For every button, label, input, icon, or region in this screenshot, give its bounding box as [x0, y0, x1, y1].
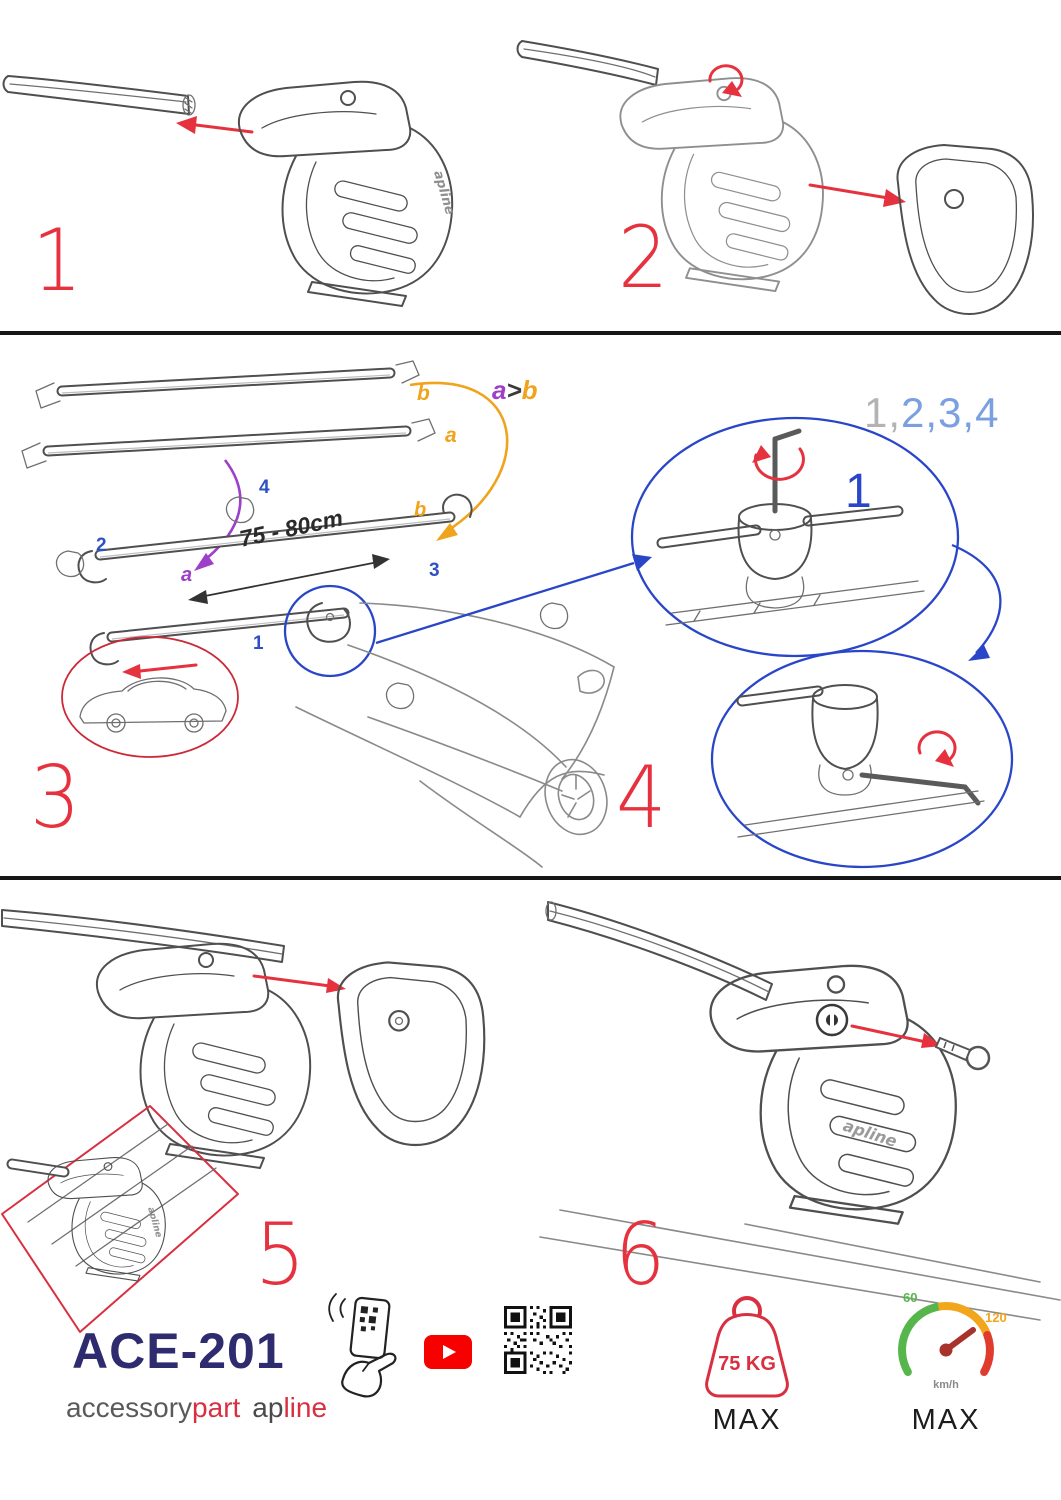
roof-rail-lines	[737, 790, 985, 838]
callout-tighten-side	[710, 649, 1014, 869]
section-divider-1	[0, 331, 1061, 335]
position-2: 2	[96, 535, 107, 556]
insert-arrow	[176, 116, 254, 134]
crossbar-tube	[2, 75, 196, 116]
roof-label-a: a	[181, 564, 193, 586]
section-divider-2	[0, 876, 1061, 880]
speed-low-label: 60	[903, 1290, 917, 1305]
crossbar-b-detached	[35, 360, 420, 409]
roof-rail-lines	[665, 580, 925, 626]
max-speed-icon: 60 120 km/h	[898, 1290, 1007, 1391]
rotate-arrow	[708, 64, 744, 97]
compare-a: a	[492, 375, 507, 405]
crossbar-a-detached	[21, 418, 436, 469]
step5-illustration: apline	[1, 909, 486, 1333]
rotate-arrow	[917, 730, 957, 767]
allen-key	[859, 772, 981, 806]
brand-ap: ap	[252, 1392, 284, 1423]
roof-rack-foot: apline	[237, 80, 457, 307]
compare-a-gt-b: a>b	[492, 377, 538, 403]
foot-cover	[896, 144, 1034, 315]
position-3: 3	[429, 560, 440, 581]
car-direction-callout	[61, 636, 239, 758]
position-1: 1	[253, 633, 264, 654]
crossbar-tube	[1, 909, 285, 963]
detail-arrow	[375, 554, 652, 645]
sequence-gray: 1,	[864, 389, 902, 436]
step-number-2: 2	[618, 208, 669, 308]
step2-illustration	[516, 40, 1034, 315]
foot-cover	[336, 961, 486, 1147]
car-body-sketch	[295, 602, 615, 868]
step-number-5: 5	[255, 1205, 306, 1305]
assembled-foot	[95, 942, 312, 1169]
order-curve-purple	[194, 459, 242, 571]
bar-label-b: b	[417, 382, 430, 405]
youtube-play-icon	[424, 1335, 472, 1369]
apline-logo-on-foot: apline	[841, 1116, 900, 1151]
front-crossbar-mounted	[89, 602, 351, 666]
compare-b: b	[521, 375, 538, 405]
weight-max-label: MAX	[712, 1404, 782, 1436]
lock-key	[934, 1036, 991, 1071]
step1-illustration: apline	[2, 75, 457, 307]
allen-key	[772, 428, 802, 514]
speed-high-label: 120	[985, 1310, 1007, 1325]
bar-section	[736, 685, 824, 707]
step-number-6: 6	[615, 1205, 666, 1305]
apline-logo-on-foot: apline	[145, 1206, 163, 1239]
speed-max-label: MAX	[911, 1404, 981, 1436]
roof-panel-callout: apline	[1, 1105, 239, 1333]
step-number-3: 3	[30, 748, 81, 848]
clamp-covers	[55, 496, 569, 710]
locking-foot: apline	[709, 964, 957, 1225]
brand-accessory: accessory	[66, 1392, 193, 1423]
callout-tighten-top	[630, 416, 960, 658]
remove-cover-arrow	[808, 183, 906, 207]
rotate-arrow	[752, 445, 805, 481]
roof-label-b: b	[414, 499, 427, 521]
step3-step4-illustration	[21, 360, 1014, 869]
brand-line: line	[283, 1392, 328, 1423]
phone-qr-scan-icon	[328, 1293, 397, 1398]
step-number-1: 1	[32, 211, 83, 311]
speed-unit-label: km/h	[933, 1379, 959, 1391]
callout-number-1: 1	[845, 465, 872, 518]
model-number: ACE-201	[72, 1323, 285, 1379]
max-weight-icon: 75 KG	[705, 1296, 789, 1398]
crossbar-tube	[516, 40, 659, 86]
apline-logo-on-foot: apline	[430, 169, 457, 217]
qr-code-icon	[504, 1306, 572, 1374]
bar-section	[656, 505, 904, 549]
order-curve-orange	[409, 381, 509, 541]
sequence-blue: 2,3,4	[901, 389, 1000, 436]
bar-label-a: a	[445, 424, 457, 447]
crossbar-tube	[545, 901, 773, 1001]
step6-illustration: apline	[539, 901, 1061, 1321]
step-number-4: 4	[616, 748, 667, 848]
weight-limit-value: 75 KG	[718, 1353, 776, 1375]
brand-part: part	[192, 1392, 241, 1423]
callout-connector	[951, 543, 1002, 661]
attach-cover-arrow	[252, 974, 346, 993]
sequence-1234: 1,2,3,4	[864, 392, 999, 434]
highlight-circle-foot-1	[283, 584, 377, 678]
compare-gt: >	[506, 375, 522, 405]
position-4: 4	[259, 477, 270, 498]
measurement-arrow	[188, 554, 390, 604]
